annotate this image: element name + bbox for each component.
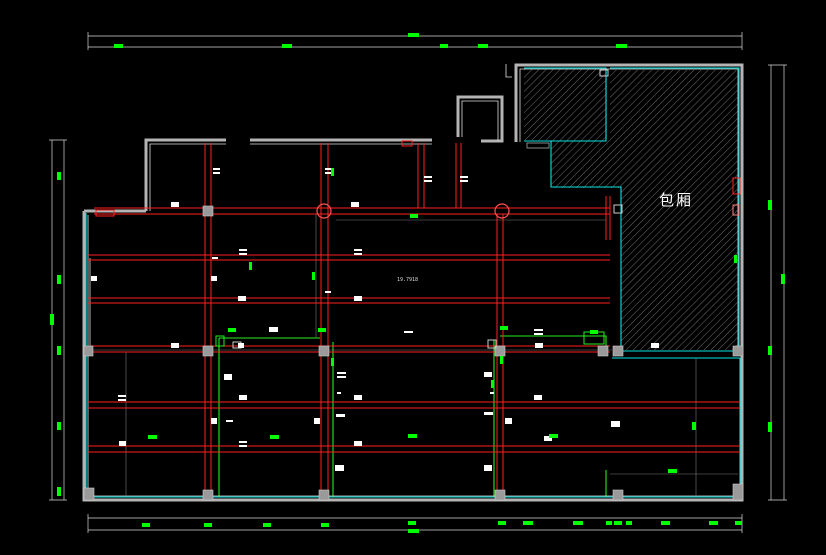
annotation-tags-green <box>148 168 737 473</box>
annotation-tags <box>91 168 659 471</box>
room-label-private-room: 包厢 <box>659 191 693 209</box>
private-room-hatched-area <box>524 69 738 350</box>
area-label: 19.7918 <box>397 277 418 283</box>
misc-details <box>95 69 741 349</box>
round-columns <box>316 203 510 219</box>
dimension-markers <box>50 33 785 533</box>
beams-horizontal <box>88 207 740 453</box>
grid-lines <box>88 214 738 496</box>
structural-columns <box>83 205 744 501</box>
